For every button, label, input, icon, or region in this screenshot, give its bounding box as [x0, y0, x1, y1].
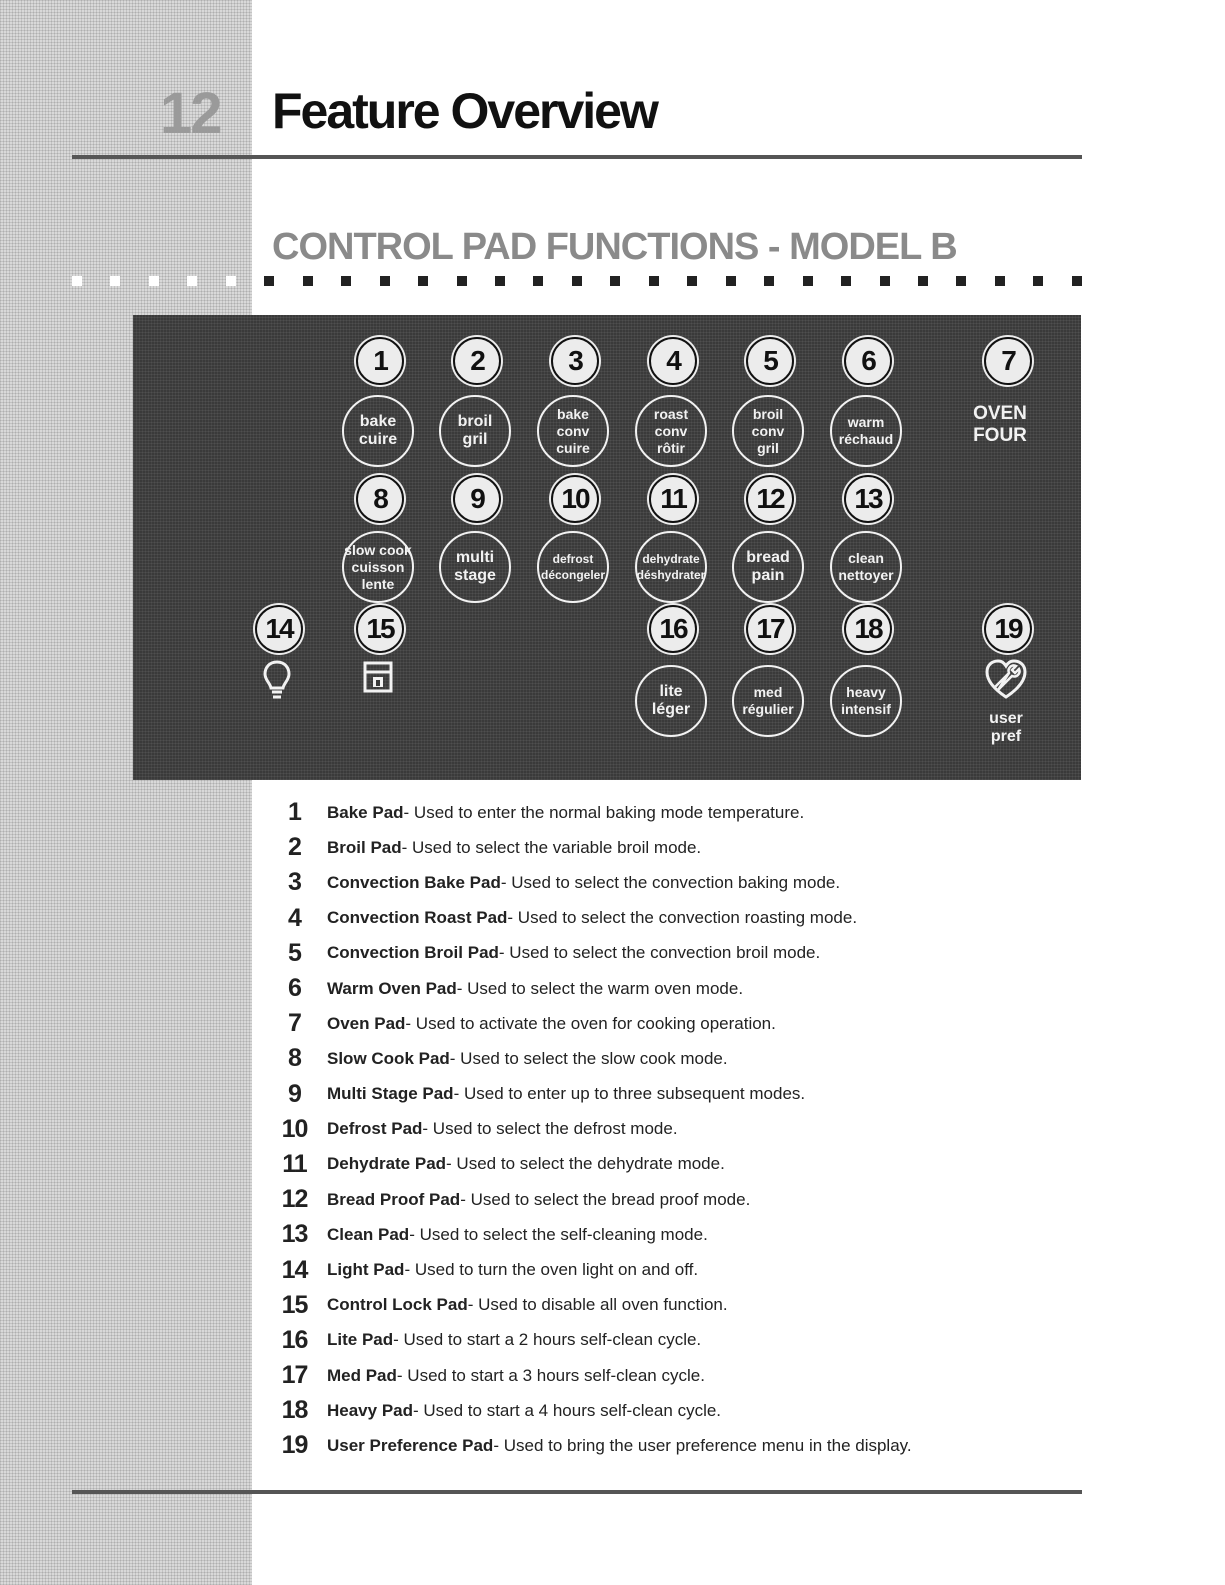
pad-number-18: 18: [844, 605, 892, 653]
dotted-divider: [72, 276, 1082, 288]
multi-stage-pad[interactable]: multi stage: [439, 531, 511, 603]
pad-number-15: 15: [356, 605, 404, 653]
pad-number-4: 4: [649, 337, 697, 385]
convection-roast-pad[interactable]: roast conv rôtir: [635, 395, 707, 467]
pad-number-16: 16: [649, 605, 697, 653]
wrench-icon: [985, 659, 1027, 699]
pad-number-10: 10: [551, 475, 599, 523]
pad-number-7: 7: [984, 337, 1032, 385]
pad-number-14: 14: [255, 605, 303, 653]
pad-number-12: 12: [746, 475, 794, 523]
convection-broil-pad[interactable]: broil conv gril: [732, 395, 804, 467]
pad-number-6: 6: [844, 337, 892, 385]
left-margin-strip: [0, 0, 252, 1585]
control-lock-pad[interactable]: [361, 659, 395, 695]
bread-proof-pad[interactable]: bread pain: [732, 531, 804, 603]
footer-divider: [72, 1490, 1082, 1494]
pad-number-5: 5: [746, 337, 794, 385]
slow-cook-pad[interactable]: slow cook cuisson lente: [342, 531, 414, 603]
pad-number-17: 17: [746, 605, 794, 653]
defrost-pad[interactable]: defrost décongeler: [537, 531, 609, 603]
oven-pad[interactable]: OVEN FOUR: [973, 403, 1027, 446]
lite-clean-pad[interactable]: lite léger: [635, 665, 707, 737]
lock-icon: [363, 661, 393, 693]
page-title: Feature Overview: [272, 83, 659, 139]
control-panel: 1 2 3 4 5 6 7 bake cuire broil gril bake…: [133, 315, 1081, 780]
page-number: 12: [160, 81, 222, 146]
pad-number-2: 2: [453, 337, 501, 385]
warm-oven-pad[interactable]: warm réchaud: [830, 395, 902, 467]
clean-pad[interactable]: clean nettoyer: [830, 531, 902, 603]
light-bulb-icon: [263, 660, 291, 699]
pad-number-13: 13: [844, 475, 892, 523]
section-title: CONTROL PAD FUNCTIONS - MODEL B: [272, 226, 958, 268]
heavy-clean-pad[interactable]: heavy intensif: [830, 665, 902, 737]
header-divider: [72, 155, 1082, 159]
dehydrate-pad[interactable]: dehydrate déshydrater: [635, 531, 707, 603]
pad-number-3: 3: [551, 337, 599, 385]
user-preference-pad[interactable]: user pref: [983, 657, 1029, 757]
pad-number-19: 19: [984, 605, 1032, 653]
bake-pad[interactable]: bake cuire: [342, 395, 414, 467]
pad-number-9: 9: [453, 475, 501, 523]
convection-bake-pad[interactable]: bake conv cuire: [537, 395, 609, 467]
pad-number-1: 1: [356, 337, 404, 385]
pad-number-8: 8: [356, 475, 404, 523]
pad-number-11: 11: [649, 475, 697, 523]
light-pad[interactable]: [261, 659, 293, 701]
med-clean-pad[interactable]: med régulier: [732, 665, 804, 737]
broil-pad[interactable]: broil gril: [439, 395, 511, 467]
